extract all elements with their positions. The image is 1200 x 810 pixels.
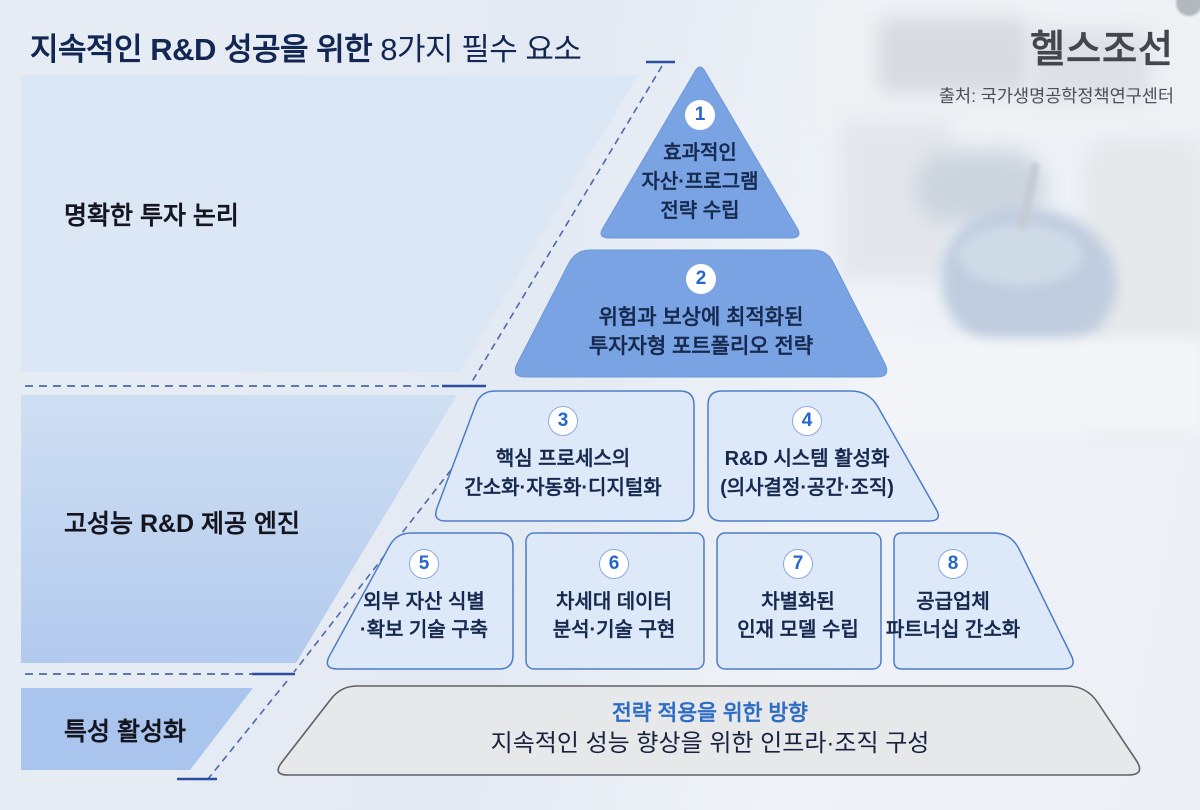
section-box-investment-logic xyxy=(21,75,638,372)
section-separators xyxy=(25,60,675,781)
pyramid-item-1: 1 효과적인 자산·프로그램 전략 수립 xyxy=(590,100,810,226)
item-5-line-1: 외부 자산 식별 xyxy=(363,591,485,613)
item-1-line-2: 자산·프로그램 xyxy=(641,171,759,193)
number-badge-5: 5 xyxy=(409,549,439,579)
strategy-band-desc: 지속적인 성능 향상을 위한 인프라·조직 구성 xyxy=(490,730,930,757)
section-label-investment-logic: 명확한 투자 논리 xyxy=(64,202,239,230)
item-7-line-1: 차별화된 xyxy=(761,591,835,613)
section-box-trait-activation xyxy=(21,688,253,770)
photo-lab-equipment xyxy=(878,18,1028,93)
box-5-shape xyxy=(326,532,514,670)
number-badge-4: 4 xyxy=(792,406,822,436)
box-7-shape xyxy=(716,532,882,670)
photo-corner-dot xyxy=(1176,0,1200,16)
item-3-line-2: 간소화·자동화·디지털화 xyxy=(464,477,662,499)
item-1-line-3: 전략 수립 xyxy=(660,200,740,222)
item-6-line-2: 분석·기술 구현 xyxy=(552,619,676,641)
item-2-line-2: 투자자형 포트폴리오 전략 xyxy=(588,335,814,358)
pyramid-item-8: 8 공급업체 파트너십 간소화 xyxy=(863,549,1043,644)
section-label-delivery-engine: 고성능 R&D 제공 엔진 xyxy=(64,510,301,538)
page-title-rest: 8가지 필수 요소 xyxy=(380,32,582,67)
number-badge-8: 8 xyxy=(938,549,968,579)
photo-notebook-paper xyxy=(855,338,1200,433)
pyramid-item-3: 3 핵심 프로세스의 간소화·자동화·디지털화 xyxy=(433,406,693,503)
photo-lab-equipment-2 xyxy=(1030,30,1150,100)
pyramid-level2-shape xyxy=(514,249,888,378)
item-3-line-1: 핵심 프로세스의 xyxy=(495,448,631,470)
item-2-line-1: 위험과 보상에 최적화된 xyxy=(598,306,804,329)
number-badge-3: 3 xyxy=(548,406,578,436)
item-6-line-1: 차세대 데이터 xyxy=(556,591,672,613)
item-4-line-2: (의사결정·공간·조직) xyxy=(720,477,894,499)
item-7-line-2: 인재 모델 수립 xyxy=(737,619,859,641)
page-title: 지속적인 R&D 성공을 위한 8가지 필수 요소 xyxy=(30,24,582,69)
pyramid-level3-shapes xyxy=(434,390,940,522)
item-8-line-1: 공급업체 xyxy=(916,591,990,613)
section-box-delivery-engine xyxy=(21,395,457,663)
publisher-logo: 헬스조선 xyxy=(1030,29,1174,71)
dashed-diagonal-guides xyxy=(207,65,663,780)
pyramid-item-2: 2 위험과 보상에 최적화된 투자자형 포트폴리오 전략 xyxy=(531,264,871,361)
box-6-shape xyxy=(525,532,705,670)
item-1-line-1: 효과적인 xyxy=(663,142,737,164)
pyramid-item-5: 5 외부 자산 식별 ·확보 기술 구축 xyxy=(324,549,524,644)
box-4-shape xyxy=(707,390,940,522)
pyramid-item-6: 6 차세대 데이터 분석·기술 구현 xyxy=(524,549,704,644)
source-credit: 출처: 국가생명공학정책연구센터 xyxy=(938,86,1174,106)
box-3-shape xyxy=(434,390,695,522)
pyramid-level1-shape xyxy=(600,66,800,239)
item-4-line-1: R&D 시스템 활성화 xyxy=(724,448,890,470)
item-8-line-2: 파트너십 간소화 xyxy=(885,619,1021,641)
number-badge-1: 1 xyxy=(685,100,715,130)
item-5-line-2: ·확보 기술 구축 xyxy=(359,619,489,641)
number-badge-6: 6 xyxy=(599,549,629,579)
strategy-band-title: 전략 적용을 위한 방향 xyxy=(612,701,808,725)
brand-block: 헬스조선 출처: 국가생명공학정책연구센터 xyxy=(939,18,1174,108)
photo-gloved-hand-highlight xyxy=(958,224,1083,286)
strategy-band: 전략 적용을 위한 방향 지속적인 성능 향상을 위한 인프라·조직 구성 xyxy=(360,700,1060,760)
pyramid-item-7: 7 차별화된 인재 모델 수립 xyxy=(713,549,883,644)
number-badge-7: 7 xyxy=(783,549,813,579)
section-label-trait-activation: 특성 활성화 xyxy=(64,718,186,746)
number-badge-2: 2 xyxy=(686,264,716,294)
page-title-bold: 지속적인 R&D 성공을 위한 xyxy=(30,32,381,67)
strategy-band-shape xyxy=(277,685,1141,776)
pyramid-item-4: 4 R&D 시스템 활성화 (의사결정·공간·조직) xyxy=(677,406,937,503)
